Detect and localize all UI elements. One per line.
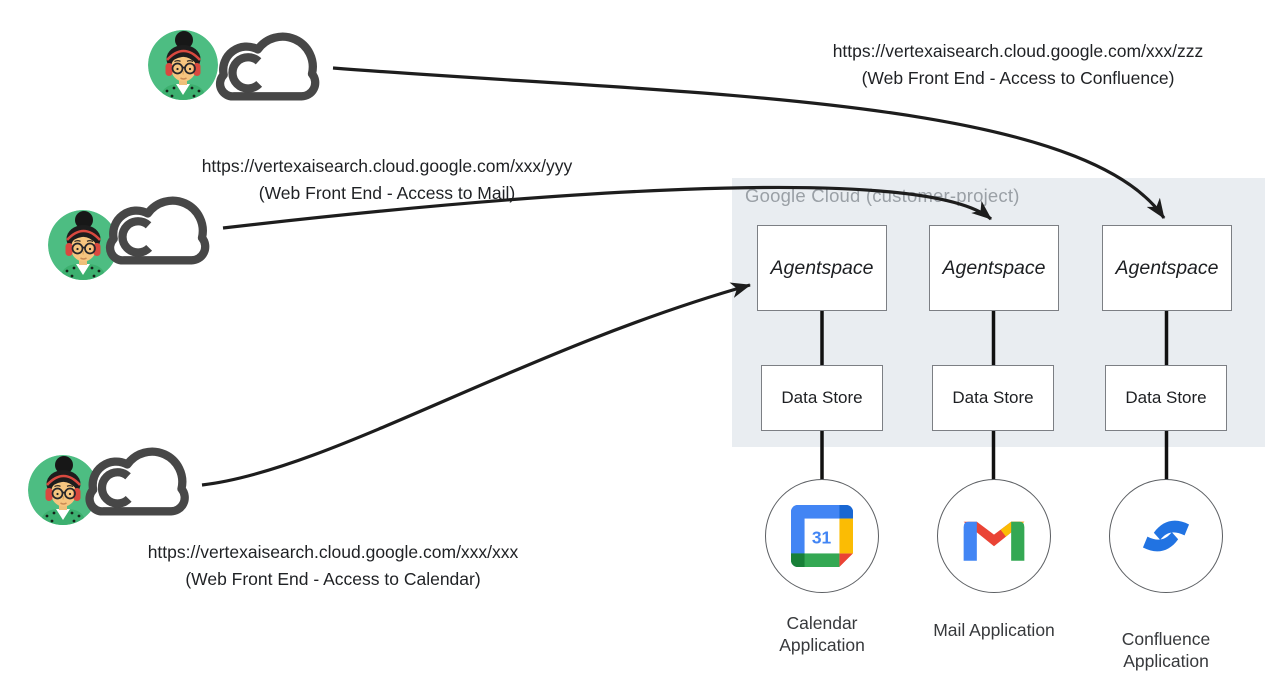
agentspace-label: Agentspace [1115,256,1219,279]
cloud-icon [80,443,202,523]
app-circle-calendar: 31 [765,479,879,593]
google-calendar-icon: 31 [791,505,853,567]
route-url: https://vertexaisearch.cloud.google.com/… [832,41,1204,61]
datastore-label: Data Store [781,388,863,407]
route-label-confluence: https://vertexaisearch.cloud.google.com/… [790,38,1246,92]
route-label-mail: https://vertexaisearch.cloud.google.com/… [159,153,615,207]
datastore-box-mail: Data Store [932,365,1054,431]
app-circle-confluence [1109,479,1223,593]
datastore-label: Data Store [952,388,1034,407]
route-url: https://vertexaisearch.cloud.google.com/… [147,542,519,562]
route-url: https://vertexaisearch.cloud.google.com/… [201,156,573,176]
agentspace-box-confluence: Agentspace [1102,225,1232,311]
app-label-confluence: Confluence Application [1121,629,1211,671]
datastore-label: Data Store [1125,388,1207,407]
calendar-day-number: 31 [812,527,832,547]
agentspace-label: Agentspace [770,256,874,279]
route-caption: (Web Front End - Access to Mail) [258,183,516,203]
agentspace-box-calendar: Agentspace [757,225,887,311]
route-label-calendar: https://vertexaisearch.cloud.google.com/… [105,539,561,593]
confluence-icon [1142,520,1190,552]
route-caption: (Web Front End - Access to Confluence) [861,68,1175,88]
agentspace-label: Agentspace [942,256,1046,279]
route-caption: (Web Front End - Access to Calendar) [185,569,481,589]
agentspace-box-mail: Agentspace [929,225,1059,311]
app-label-mail: Mail Application [933,620,1055,640]
cloud-icon [210,28,333,108]
gmail-icon [963,521,1025,561]
app-label-calendar: Calendar Application [779,613,865,655]
datastore-box-confluence: Data Store [1105,365,1227,431]
user-avatar-icon [148,30,218,100]
google-cloud-label: Google Cloud (customer-project) [745,185,1020,206]
datastore-box-calendar: Data Store [761,365,883,431]
arrow-calendar-route [201,282,751,487]
app-circle-mail [937,479,1051,593]
